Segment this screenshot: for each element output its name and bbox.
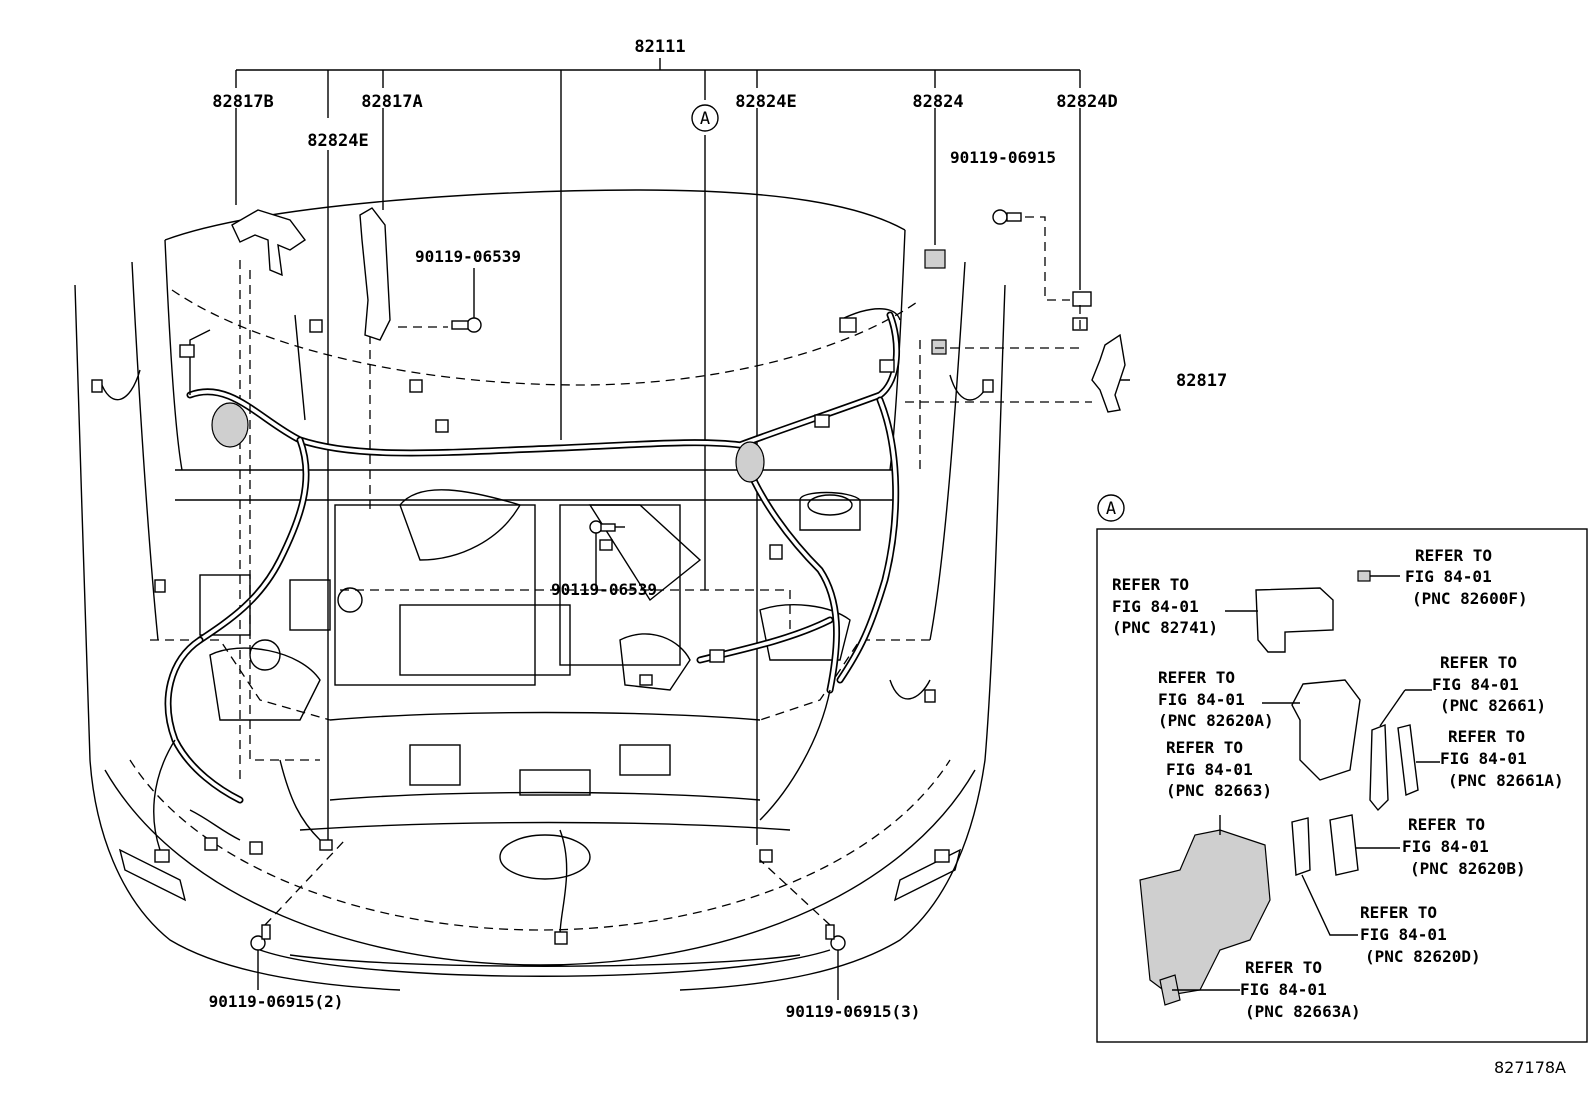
ref-82663: REFER TO FIG 84-01 (PNC 82663) xyxy=(1166,738,1272,800)
label-bolt-06915-2: 90119-06915(2) xyxy=(209,992,344,1011)
relay-bracket-82661-icon xyxy=(1369,723,1389,812)
bolt-90119-06915-icon xyxy=(992,209,1070,301)
label-82824D: 82824D xyxy=(1056,92,1117,112)
callout-a-letter: A xyxy=(700,109,710,129)
svg-text:REFER TO: REFER TO xyxy=(1158,668,1235,687)
svg-text:FIG 84-01: FIG 84-01 xyxy=(1240,980,1327,999)
svg-text:REFER TO: REFER TO xyxy=(1112,575,1189,594)
detail-a-letter: A xyxy=(1106,499,1116,519)
label-main-harness: 82111 xyxy=(634,37,685,57)
ref-82661A: REFER TO FIG 84-01 (PNC 82661A) xyxy=(1440,727,1564,790)
svg-text:REFER TO: REFER TO xyxy=(1245,958,1322,977)
fuse-block-82620A-icon xyxy=(1291,679,1361,781)
ref-82620D: REFER TO FIG 84-01 (PNC 82620D) xyxy=(1360,903,1481,966)
engine-wire-harness xyxy=(91,308,994,945)
svg-text:(PNC 82663): (PNC 82663) xyxy=(1166,781,1272,800)
ref-82620B: REFER TO FIG 84-01 (PNC 82620B) xyxy=(1402,815,1526,878)
svg-text:(PNC 82620A): (PNC 82620A) xyxy=(1158,711,1274,730)
svg-text:FIG 84-01: FIG 84-01 xyxy=(1112,597,1199,616)
fuse-82620D-icon xyxy=(1291,817,1311,876)
label-bolt-06539-top: 90119-06539 xyxy=(415,247,521,266)
label-82817B: 82817B xyxy=(212,92,273,112)
svg-text:(PNC 82741): (PNC 82741) xyxy=(1112,618,1218,637)
label-82817: 82817 xyxy=(1176,371,1227,391)
svg-text:REFER TO: REFER TO xyxy=(1408,815,1485,834)
svg-text:REFER TO: REFER TO xyxy=(1415,546,1492,565)
svg-text:FIG 84-01: FIG 84-01 xyxy=(1158,690,1245,709)
svg-text:(PNC 82661): (PNC 82661) xyxy=(1440,696,1546,715)
relay-82600F-icon xyxy=(1357,570,1371,582)
connector-82824-icon xyxy=(924,249,946,269)
svg-text:FIG 84-01: FIG 84-01 xyxy=(1360,925,1447,944)
svg-text:FIG 84-01: FIG 84-01 xyxy=(1405,567,1492,586)
svg-text:REFER TO: REFER TO xyxy=(1448,727,1525,746)
svg-text:REFER TO: REFER TO xyxy=(1166,738,1243,757)
svg-text:(PNC 82620B): (PNC 82620B) xyxy=(1410,859,1526,878)
figure-id: 827178A xyxy=(1494,1058,1566,1077)
ref-82600F: REFER TO FIG 84-01 (PNC 82600F) xyxy=(1405,546,1528,608)
bracket-82817-icon xyxy=(1091,333,1126,413)
vehicle-body-outline xyxy=(74,189,1006,991)
svg-text:FIG 84-01: FIG 84-01 xyxy=(1432,675,1519,694)
svg-text:FIG 84-01: FIG 84-01 xyxy=(1402,837,1489,856)
bolt-90119-06539-mid-icon xyxy=(589,520,625,588)
label-82824E-left: 82824E xyxy=(307,131,368,151)
connector-82824D-icon xyxy=(1072,291,1092,307)
bolt-90119-06539-icon xyxy=(398,268,482,333)
label-bolt-06915-top: 90119-06915 xyxy=(950,148,1056,167)
svg-text:REFER TO: REFER TO xyxy=(1440,653,1517,672)
svg-text:(PNC 82663A): (PNC 82663A) xyxy=(1245,1002,1361,1021)
relay-box-82663A-icon xyxy=(1159,974,1181,1006)
label-82824: 82824 xyxy=(912,92,963,112)
junction-block-82741-icon xyxy=(1255,587,1334,653)
label-82824E-right: 82824E xyxy=(735,92,796,112)
label-bolt-06915-3: 90119-06915(3) xyxy=(786,1002,921,1021)
svg-text:(PNC 82661A): (PNC 82661A) xyxy=(1448,771,1564,790)
svg-text:REFER TO: REFER TO xyxy=(1360,903,1437,922)
label-82817A: 82817A xyxy=(361,92,422,112)
clamp-82817A-icon xyxy=(359,207,391,341)
label-bolt-06539-mid: 90119-06539 xyxy=(551,580,657,599)
svg-text:(PNC 82600F): (PNC 82600F) xyxy=(1412,589,1528,608)
clamp-82817B-icon xyxy=(231,209,307,277)
bolt-90119-06915-3-icon xyxy=(759,859,846,1000)
bolt-90119-06915-2-icon xyxy=(250,839,346,990)
fuse-82620B-icon xyxy=(1329,814,1359,876)
svg-text:(PNC 82620D): (PNC 82620D) xyxy=(1365,947,1481,966)
ref-82663A: REFER TO FIG 84-01 (PNC 82663A) xyxy=(1240,958,1361,1021)
svg-text:FIG 84-01: FIG 84-01 xyxy=(1166,760,1253,779)
ref-82661: REFER TO FIG 84-01 (PNC 82661) xyxy=(1432,653,1546,715)
detail-a-panel: A REFER TO FIG 84-01 (PNC 82600F) REFER … xyxy=(1096,494,1588,1043)
ref-82620A: REFER TO FIG 84-01 (PNC 82620A) xyxy=(1158,668,1274,730)
callout-a-marker: A xyxy=(691,104,719,132)
svg-text:FIG 84-01: FIG 84-01 xyxy=(1440,749,1527,768)
relay-cover-82661A-icon xyxy=(1397,724,1419,797)
ref-82741: REFER TO FIG 84-01 (PNC 82741) xyxy=(1112,575,1218,637)
